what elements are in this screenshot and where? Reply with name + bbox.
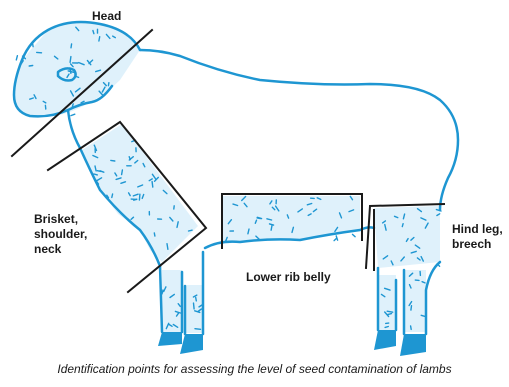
seed-mark xyxy=(108,83,109,86)
hind-leg-1-fill xyxy=(404,270,426,332)
seed-mark xyxy=(411,306,412,310)
seed-mark xyxy=(99,37,100,41)
hoof-icon xyxy=(180,334,203,354)
seed-mark xyxy=(154,233,155,236)
label-lower-rib-belly: Lower rib belly xyxy=(246,270,331,285)
seed-mark xyxy=(385,327,388,328)
seed-mark xyxy=(189,230,193,231)
seed-mark xyxy=(402,224,403,227)
seed-mark xyxy=(29,66,33,67)
front-leg-1-fill xyxy=(162,270,182,332)
hoof-icon xyxy=(400,334,426,356)
seed-mark xyxy=(70,57,71,63)
seed-mark xyxy=(111,160,115,161)
seed-mark xyxy=(411,326,412,329)
contaminated-fill xyxy=(13,22,440,333)
label-hind-leg-breech: Hind leg, breech xyxy=(452,222,503,252)
back-outline xyxy=(140,50,458,210)
seed-mark xyxy=(336,236,337,240)
hooves xyxy=(158,330,426,356)
seed-mark xyxy=(71,114,75,115)
seed-mark xyxy=(387,311,393,312)
hind-leg-2-fill xyxy=(378,275,396,330)
label-head: Head xyxy=(92,9,121,24)
seed-mark xyxy=(162,290,163,294)
seed-mark xyxy=(139,194,140,200)
seed-mark xyxy=(194,303,195,309)
seed-mark xyxy=(94,174,97,175)
seed-mark xyxy=(167,244,168,250)
seed-mark xyxy=(152,182,153,188)
head-fill xyxy=(13,22,140,117)
caption: Identification points for assessing the … xyxy=(0,362,509,376)
seed-mark xyxy=(16,56,17,60)
seed-mark xyxy=(271,225,272,230)
belly-fill xyxy=(222,196,360,244)
seed-mark xyxy=(93,31,94,34)
label-brisket-shoulder-neck: Brisket, shoulder, neck xyxy=(34,212,87,257)
seed-mark xyxy=(388,314,392,315)
hoof-icon xyxy=(158,332,182,346)
seed-mark xyxy=(112,194,113,198)
hoof-icon xyxy=(374,330,396,350)
seed-mark xyxy=(71,44,72,48)
seed-mark xyxy=(195,329,201,330)
brisket-fill xyxy=(82,124,198,262)
seed-mark xyxy=(353,234,356,236)
seed-mark xyxy=(196,298,197,301)
seed-mark xyxy=(257,218,260,219)
seed-mark xyxy=(122,170,123,175)
